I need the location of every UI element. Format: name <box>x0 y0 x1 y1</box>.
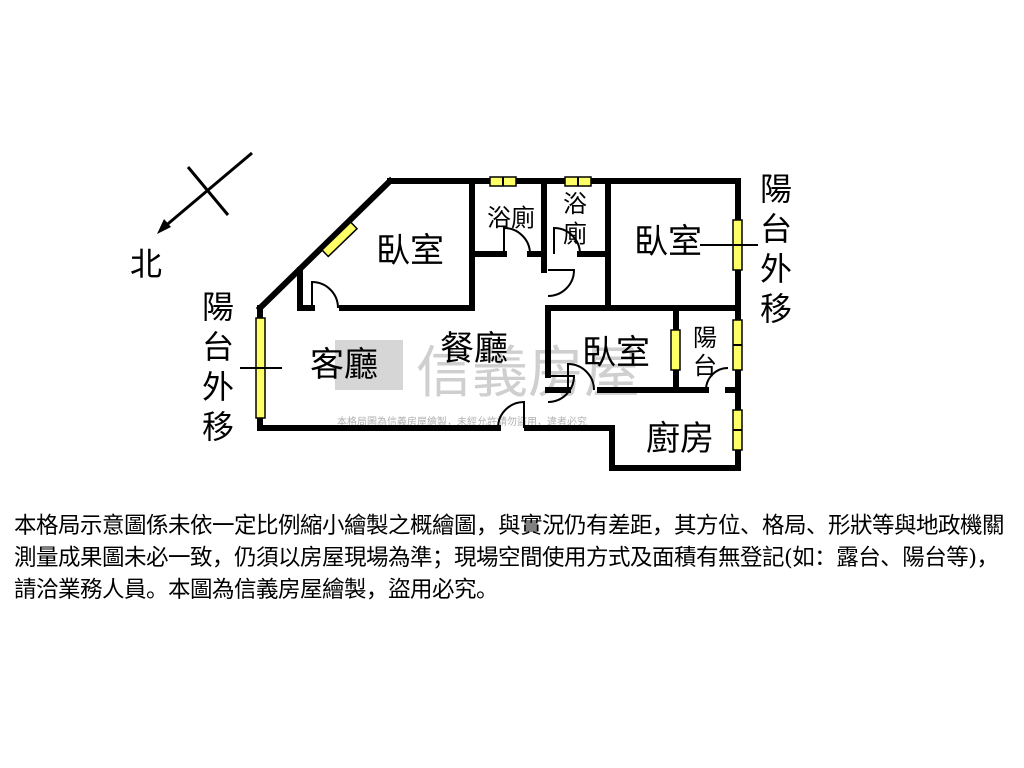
door-icon <box>547 269 576 297</box>
room-bedroom-1: 臥室 <box>376 231 444 271</box>
disclaimer-text: 本格局示意圖係未依一定比例縮小繪製之概繪圖，與實況仍有差距，其方位、格局、形狀等… <box>14 513 1005 603</box>
room-balcony-line1: 陽 <box>693 324 717 352</box>
side-note-left-char: 陽 <box>202 288 234 326</box>
watermark-brand: 信義房屋 <box>416 341 640 406</box>
doors <box>311 226 729 429</box>
side-note-left: 陽 台 外 移 <box>202 288 234 446</box>
room-bath-2-line1: 浴 <box>563 190 587 218</box>
room-balcony-line2: 台 <box>693 352 717 380</box>
side-note-right-char: 移 <box>760 290 792 328</box>
north-label: 北 <box>130 245 162 283</box>
door-icon <box>503 226 531 255</box>
window-icon <box>320 221 359 258</box>
floor-plan: 北 信義房屋 本格局圖為信義房屋繪製，未經允許請勿盜用，違者必究 <box>130 151 792 471</box>
door-icon <box>567 362 595 391</box>
room-bath-1: 浴廁 <box>487 204 535 232</box>
side-note-right: 陽 台 外 移 <box>760 170 792 328</box>
door-icon <box>705 367 729 391</box>
side-note-right-char: 台 <box>760 210 792 248</box>
room-bedroom-2: 臥室 <box>634 222 702 262</box>
window-icon <box>670 329 681 371</box>
north-arrow-icon <box>157 151 253 234</box>
room-bath-2-line2: 廁 <box>563 220 587 248</box>
side-note-left-char: 台 <box>202 328 234 366</box>
side-note-right-char: 陽 <box>760 170 792 208</box>
door-icon <box>497 400 525 429</box>
door-icon <box>311 280 339 309</box>
side-note-right-char: 外 <box>760 250 792 288</box>
room-bedroom-3: 臥室 <box>582 333 650 373</box>
side-note-left-char: 移 <box>202 408 234 446</box>
door-icon <box>547 375 576 403</box>
side-note-left-char: 外 <box>202 368 234 406</box>
door-icon <box>553 226 581 255</box>
room-kitchen: 廚房 <box>646 419 714 459</box>
watermark-logo-icon <box>335 340 403 390</box>
room-living: 客廳 <box>310 345 378 385</box>
room-dining: 餐廳 <box>440 329 508 369</box>
